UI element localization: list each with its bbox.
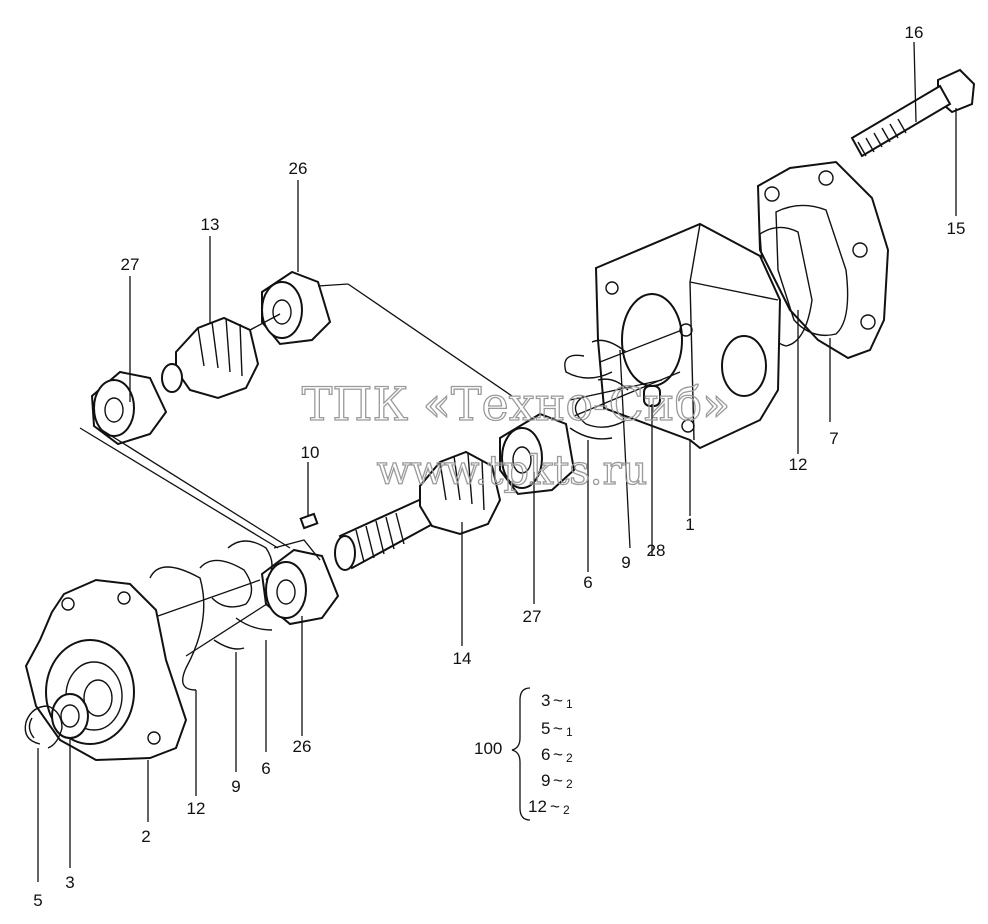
callout-leaders	[37, 41, 957, 882]
callout-10: 10	[301, 443, 320, 462]
callout-15: 15	[947, 219, 966, 238]
kit-item-sep: ~	[553, 719, 563, 738]
callout-2: 2	[141, 827, 150, 846]
kit-number: 100	[474, 739, 502, 758]
watermark-line2: www.tpkts.ru	[377, 448, 648, 494]
kit-item-qty: 2	[566, 751, 573, 765]
bushing-right-part	[499, 412, 576, 496]
kit-item-qty: 2	[563, 803, 570, 817]
kit-item-part: 6	[541, 745, 550, 764]
callout-9-left: 9	[231, 777, 240, 796]
callout-labels: 16 15 26 13 27 10 12 7 1 28 9 6 27 14 26…	[33, 23, 965, 910]
kit-item-part: 5	[541, 719, 550, 738]
callout-26-lower: 26	[293, 737, 312, 756]
kit-item-sep: ~	[553, 745, 563, 764]
callout-14: 14	[453, 649, 472, 668]
kit-item-sep: ~	[553, 771, 563, 790]
callout-13: 13	[201, 215, 220, 234]
callout-12-left: 12	[187, 799, 206, 818]
kit-item-part: 3	[541, 691, 550, 710]
drive-shaft-gear-part	[334, 450, 502, 571]
kit-item-qty: 2	[566, 777, 573, 791]
kit-item-part: 12	[528, 797, 547, 816]
callout-16: 16	[905, 23, 924, 42]
callout-6-left: 6	[261, 759, 270, 778]
callout-5: 5	[33, 891, 42, 910]
watermark-line1: ТПК «Техно-Сиб»	[302, 377, 731, 431]
callout-1: 1	[685, 515, 694, 534]
bushing-left-part	[90, 370, 168, 446]
bushing-upper-part	[261, 270, 332, 346]
callout-9-right: 9	[621, 553, 630, 572]
callout-27-right: 27	[523, 607, 542, 626]
bushing-lower-part	[260, 539, 340, 626]
kit-item-sep: ~	[553, 691, 563, 710]
front-cover-part	[24, 578, 188, 762]
driven-gear-part	[161, 313, 281, 400]
callout-3: 3	[65, 873, 74, 892]
kit-item-qty: 1	[566, 725, 573, 739]
callout-28: 28	[647, 541, 666, 560]
key-part	[299, 512, 319, 530]
assembly-lines	[79, 283, 683, 657]
callout-12-right: 12	[789, 455, 808, 474]
watermark: ТПК «Техно-Сиб» www.tpkts.ru	[301, 376, 731, 494]
pump-body-part	[594, 222, 782, 450]
kit-breakdown: 100 3 ~ 1 5 ~ 1 6 ~ 2 9 ~ 2 12 ~ 2	[474, 687, 573, 821]
callout-26-upper: 26	[289, 159, 308, 178]
rear-cover-part	[756, 160, 890, 360]
kit-item-sep: ~	[550, 797, 560, 816]
ring-set-left	[149, 540, 273, 691]
callout-27-left: 27	[121, 255, 140, 274]
kit-item-part: 9	[541, 771, 550, 790]
kit-brace	[511, 687, 531, 821]
snap-ring-part	[24, 705, 63, 749]
kit-item-qty: 1	[566, 697, 573, 711]
bolt-part	[850, 68, 976, 158]
callout-7: 7	[829, 429, 838, 448]
oil-seal-part	[51, 693, 89, 739]
callout-6-right: 6	[583, 573, 592, 592]
